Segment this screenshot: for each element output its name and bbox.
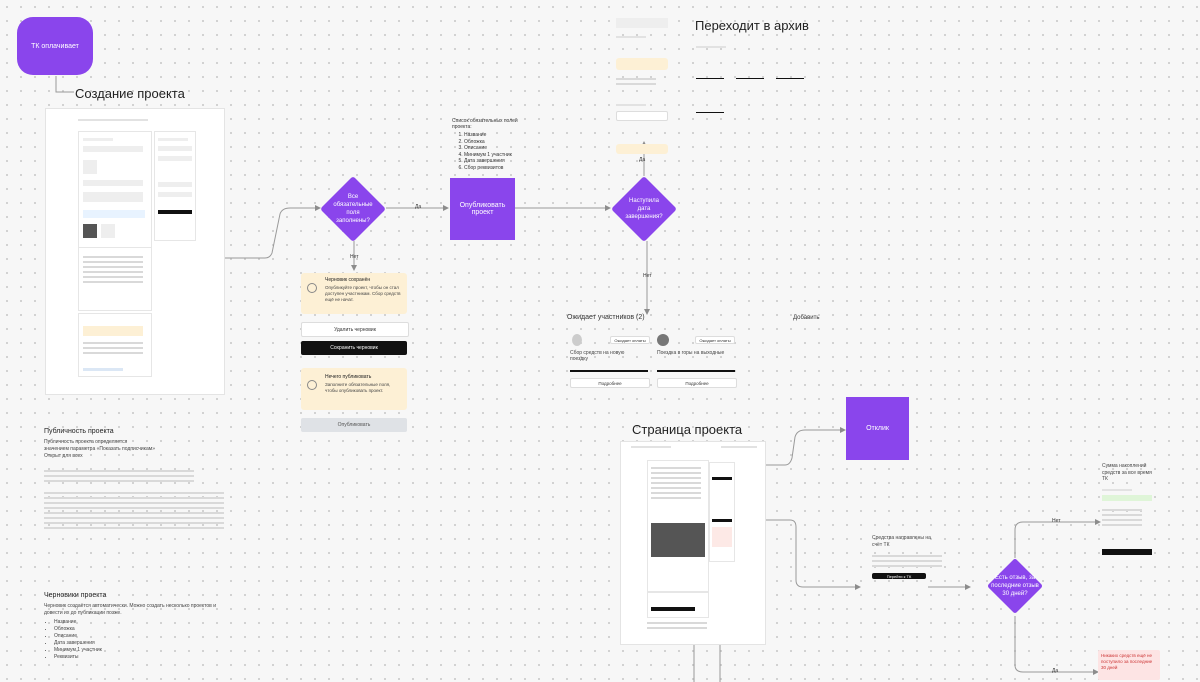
right-section-link[interactable]: Добавить [793,315,820,321]
create-project-mockup [46,109,224,394]
draft-warning: Черновик сохранён Опубликуйте проект, чт… [301,273,407,314]
drafts-list: Название Обложка Описание Дата завершени… [44,619,234,661]
avatar [657,334,669,346]
drafts-title: Черновики проекта [44,592,107,599]
decision-deadline: Наступила дата завершения? [611,176,677,242]
payout-note: Средства направлены на счёт ТК Перейти к… [872,535,942,579]
deadline-mockup [614,16,670,154]
archive-response-node: Отклик [846,397,909,460]
required-fields-list: Название Обложка Описание Минимум 1 учас… [452,132,532,171]
draft-warning-text: Опубликуйте проект, чтобы он стал доступ… [325,285,401,302]
delete-draft-button[interactable]: Удалить черновик [301,322,409,337]
heading-create-project: Создание проекта [75,86,185,101]
decision-reviews-text: Есть отзыв, за последние отзыв 30 дней? [991,575,1039,597]
project-card[interactable]: Ожидает оплаты Поездка в горы на выходны… [655,332,739,388]
label-no-3: Нет [1052,518,1061,524]
go-to-tk-button[interactable]: Перейти к ТК [872,573,926,579]
project-card[interactable]: Ожидает оплаты Сбор средств на новую пое… [566,332,650,388]
fill-warning-title: Нечего публиковать [325,374,372,380]
archive-response-label: Отклик [866,425,889,432]
start-node: ТК оплачивает [17,17,93,75]
alert-icon [307,283,317,293]
label-no-2: Нет [643,273,652,279]
alert-card: Никаких средств ещё не поступило за посл… [1098,650,1160,680]
publicity-info: Публичность проекта Публичность проекта … [44,428,234,532]
archive-mockup [696,46,826,118]
decision-deadline-text: Наступила дата завершения? [625,198,663,220]
publish-node: Опубликовать проект [450,178,515,240]
label-yes-2: Да [639,157,646,163]
decision-reviews: Есть отзыв, за последние отзыв 30 дней? [970,553,1060,619]
right-section-title: Ожидает участников (2) [567,314,645,321]
publish-button[interactable]: Опубликовать [301,418,407,432]
required-fields: Список обязательных полей проекта: Назва… [452,118,532,171]
decision-all-fields: Все обязательные поля заполнены? [320,176,386,242]
required-fields-title: Список обязательных полей проекта: [452,118,518,130]
heading-project-page: Страница проекта [632,422,743,437]
start-node-label: ТК оплачивает [31,42,79,50]
drafts-intro: Черновик создаётся автоматически. Можно … [44,603,217,616]
draft-warning-title: Черновик сохранён [325,277,371,283]
drafts-info: Черновики проекта Черновик создаётся авт… [44,592,234,661]
alert-icon [307,380,317,390]
label-no-1: Нет [350,254,359,260]
label-yes-3: Да [1052,668,1059,674]
drop-icon [572,334,582,346]
heading-archive: Переходит в архив [695,18,809,33]
summary-card: Сумма накоплений средств за все время ТК [1102,463,1158,558]
fill-warning: Нечего публиковать Заполните обязательны… [301,368,407,410]
decision-all-fields-text: Все обязательные поля заполнены? [333,194,373,224]
project-page-mockup [621,442,765,644]
publish-node-label: Опубликовать проект [459,202,506,216]
publicity-title: Публичность проекта [44,428,114,435]
fill-warning-text: Заполните обязательные поля, чтобы опубл… [325,382,391,393]
save-draft-button[interactable]: Сохранить черновик [301,341,407,355]
label-yes-1: Да [415,204,422,210]
